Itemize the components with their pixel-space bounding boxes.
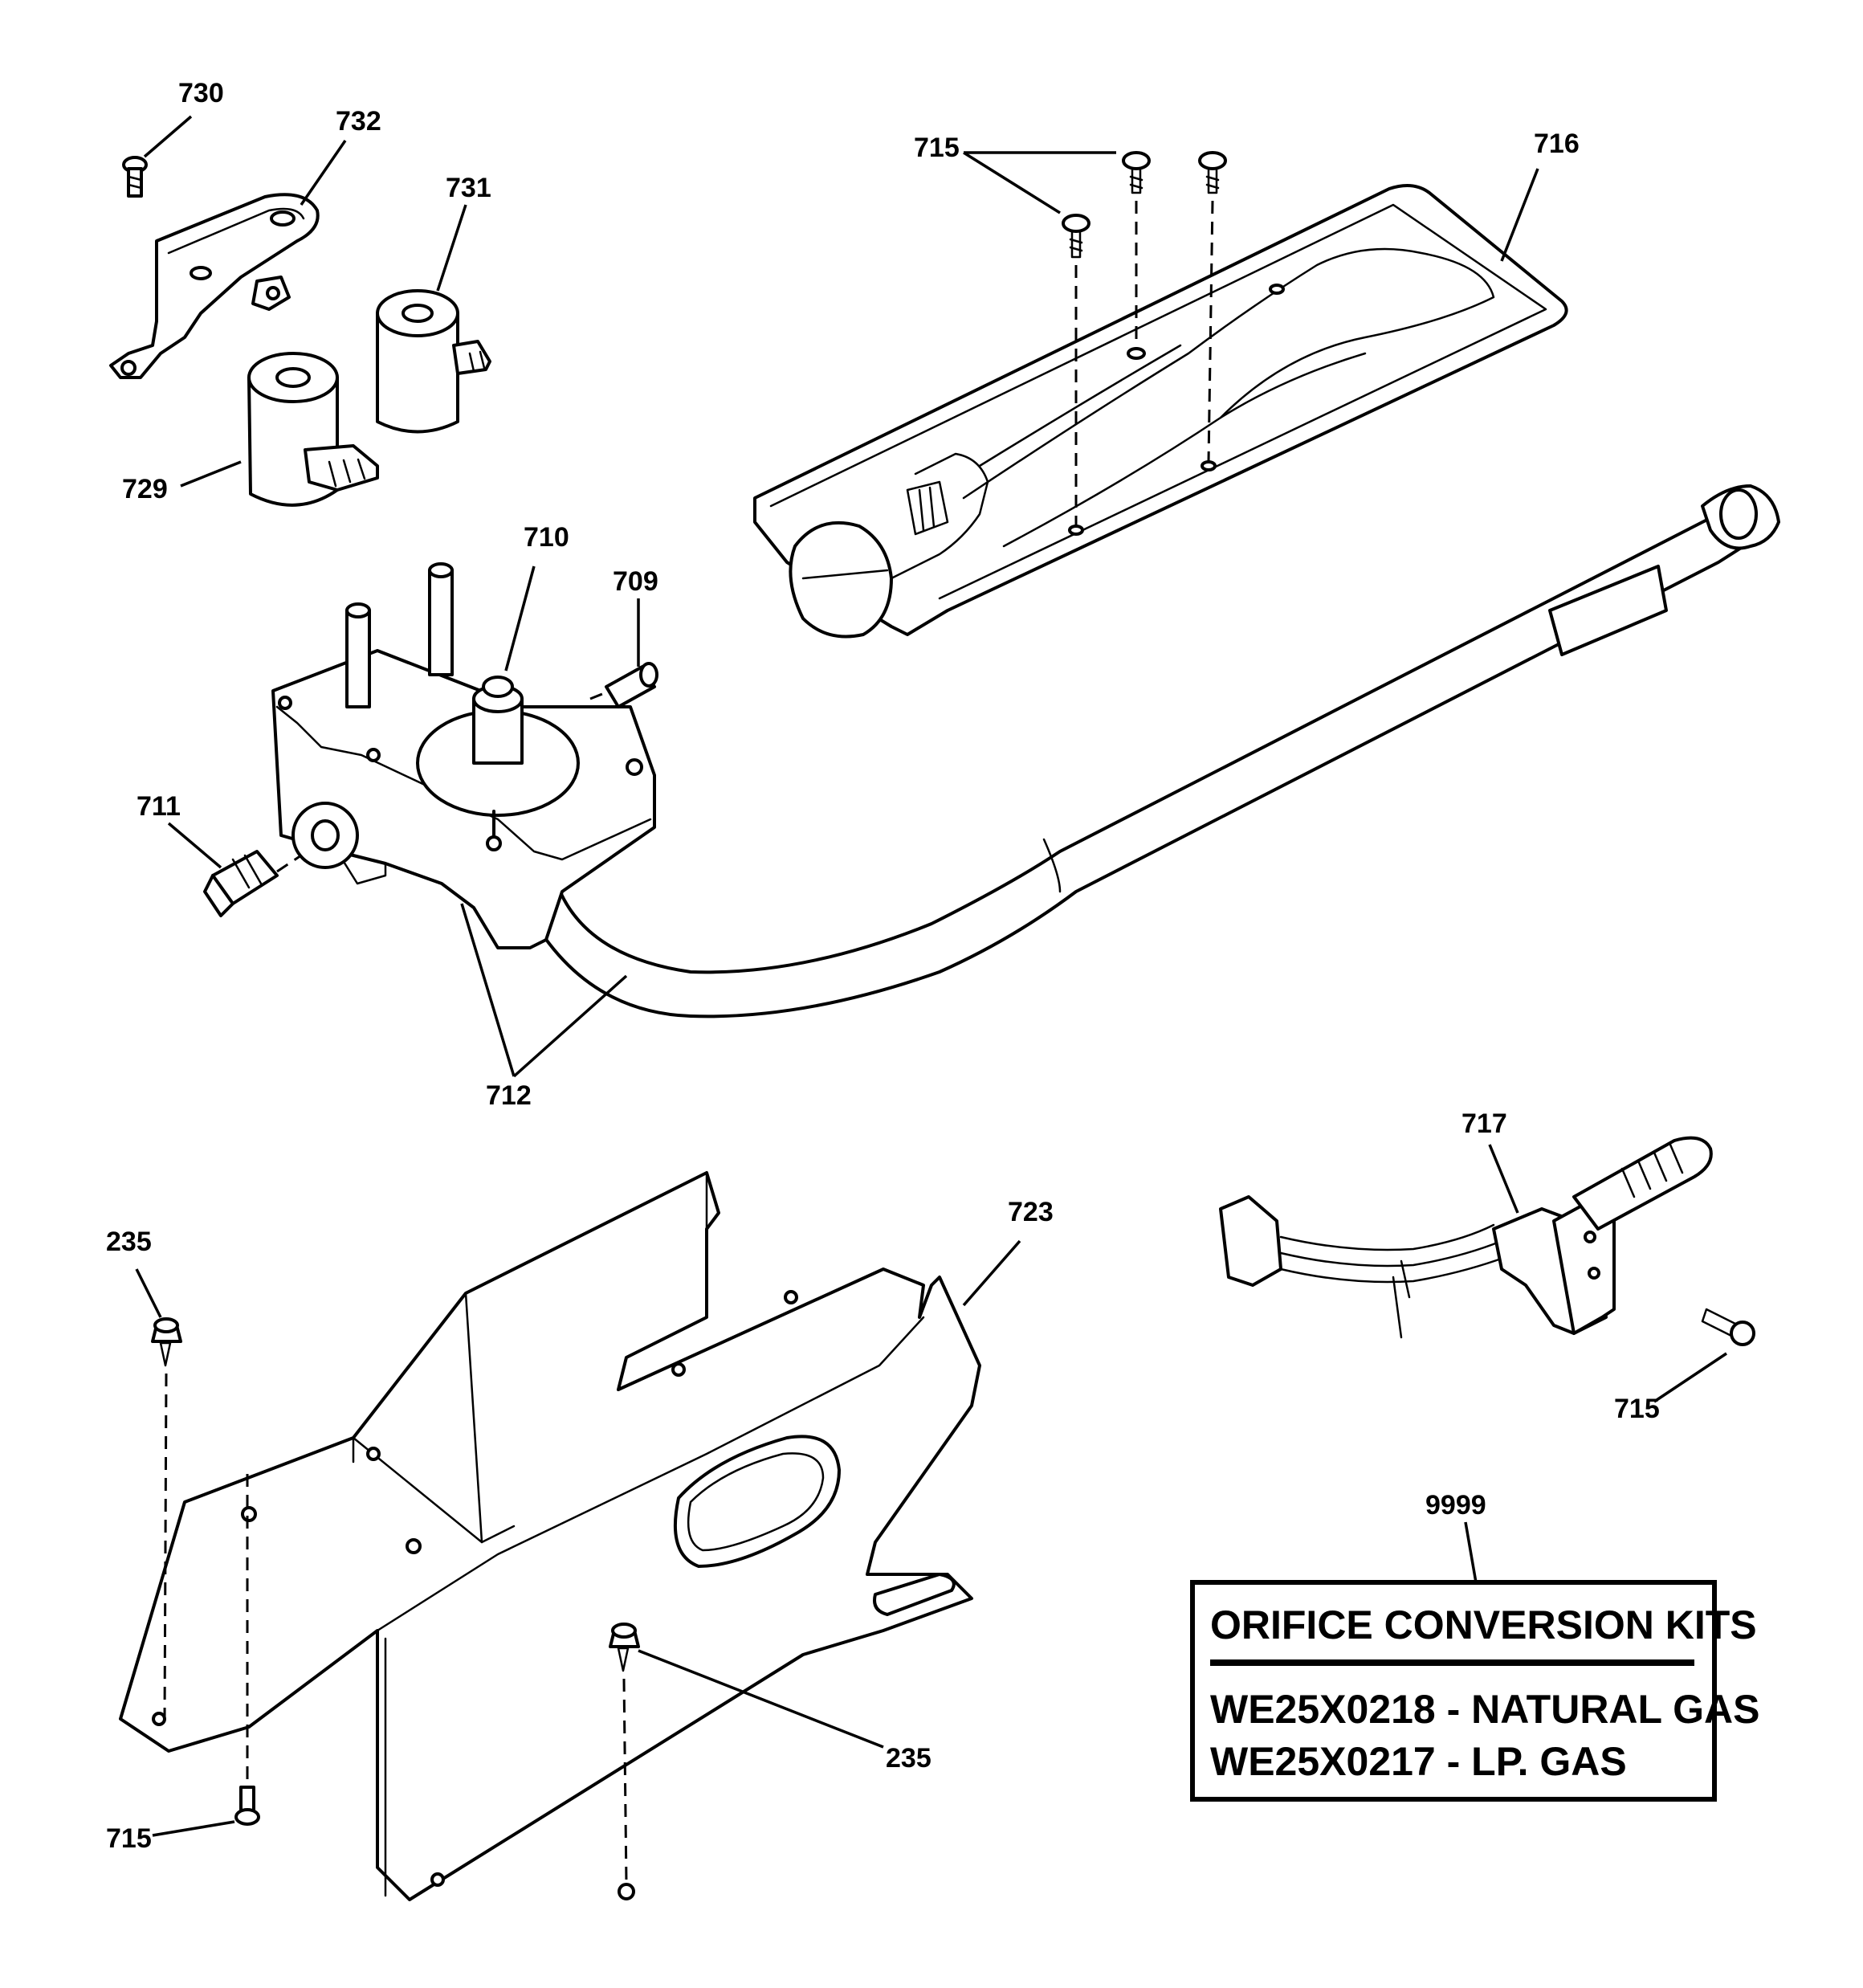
callout-731: 731: [446, 173, 491, 203]
screw-235-left: [151, 1317, 182, 1367]
coil-729: [247, 352, 379, 507]
callout-715-right: 715: [1614, 1394, 1660, 1424]
screw-235-bottom: [609, 1623, 640, 1672]
callout-235-left: 235: [106, 1227, 152, 1257]
tube-712: [520, 484, 1780, 1018]
callout-729: 729: [122, 474, 168, 504]
callout-715-top: 715: [914, 133, 960, 163]
callout-730: 730: [178, 78, 224, 108]
callout-labels: 730 732 731 729 715 716 710 709 711 712 …: [106, 78, 1660, 1854]
dash-235-bottom: [622, 1678, 628, 1884]
screw-715-bottom: [234, 1786, 260, 1826]
plug-711: [203, 850, 302, 917]
screw-715-right: [1701, 1308, 1755, 1346]
orifice-709: [589, 662, 658, 708]
callout-712: 712: [486, 1080, 532, 1111]
screw-715-b: [1122, 151, 1151, 194]
kit-lp-gas: WE25X0217 - LP. GAS: [1210, 1739, 1627, 1784]
screw-730: [122, 156, 148, 198]
bracket-723: [119, 1171, 981, 1901]
callout-723: 723: [1008, 1197, 1054, 1227]
burner-716: [753, 184, 1568, 639]
bracket-732: [109, 193, 320, 379]
screw-715-a: [1062, 214, 1090, 259]
callout-709: 709: [613, 566, 658, 597]
callout-710: 710: [524, 522, 569, 553]
callout-732: 732: [336, 106, 381, 137]
leader-lines: [135, 115, 1727, 1837]
kit-title: ORIFICE CONVERSION KITS: [1210, 1602, 1757, 1647]
screw-715-c: [1198, 151, 1227, 194]
coil-731: [376, 289, 491, 434]
callout-711: 711: [137, 791, 181, 822]
orifice-kit-box: ORIFICE CONVERSION KITS WE25X0218 - NATU…: [1190, 1580, 1759, 1802]
callout-9999: 9999: [1425, 1490, 1486, 1521]
igniter-717: [1219, 1136, 1713, 1339]
kit-natural-gas: WE25X0218 - NATURAL GAS: [1210, 1687, 1759, 1732]
dash-715-c: [1207, 200, 1214, 463]
dash-235-left: [163, 1373, 168, 1720]
callout-716: 716: [1534, 129, 1580, 159]
callout-235-bottom: 235: [886, 1743, 932, 1774]
callout-715-bottom: 715: [106, 1823, 152, 1854]
callout-717: 717: [1461, 1108, 1507, 1139]
gas-valve: [271, 562, 656, 949]
